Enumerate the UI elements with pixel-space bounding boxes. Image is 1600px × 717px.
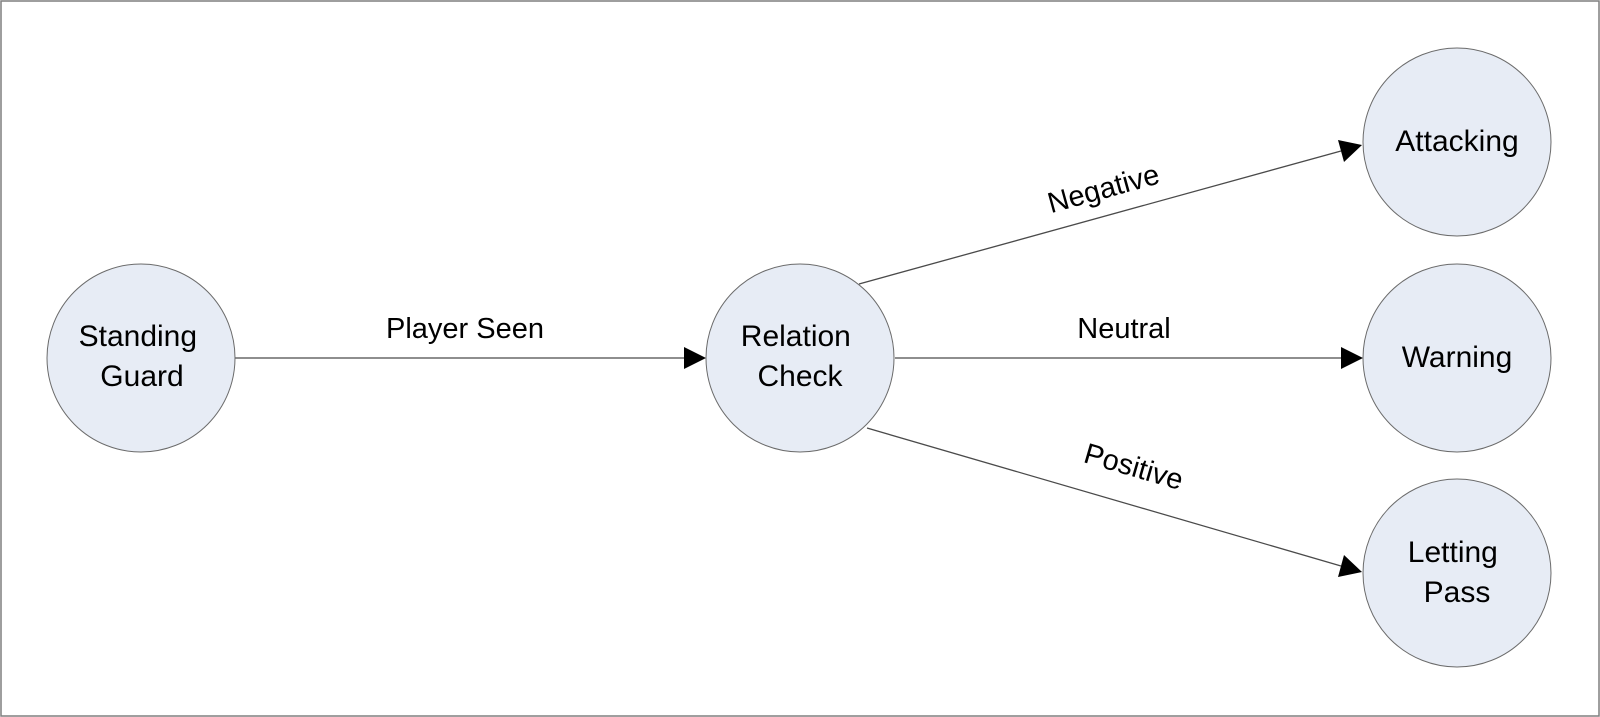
edge-negative-line <box>858 150 1342 285</box>
state-warning-circle <box>1362 263 1552 453</box>
state-relation-check: Relation Check <box>705 263 895 453</box>
state-letting-pass-line1: Letting <box>1408 536 1498 569</box>
state-relation-check-line2: Check <box>757 360 843 393</box>
state-warning: Warning <box>1362 263 1552 453</box>
edge-label-neutral: Neutral <box>1077 313 1171 345</box>
state-letting-pass-line2: Pass <box>1424 576 1491 609</box>
arrowhead-player-seen <box>684 347 706 369</box>
transition-player-seen: Player Seen <box>235 313 706 369</box>
arrowhead-positive <box>1338 555 1362 577</box>
transition-neutral: Neutral <box>895 313 1363 369</box>
state-letting-pass-label: Letting Pass <box>1408 536 1506 609</box>
state-standing-guard-line1: Standing <box>79 320 197 353</box>
edge-positive-line <box>866 427 1342 567</box>
state-relation-check-line1: Relation <box>741 320 851 353</box>
state-relation-check-circle <box>705 263 895 453</box>
state-attacking: Attacking <box>1362 47 1552 237</box>
state-standing-guard-line2: Guard <box>100 360 183 393</box>
state-attacking-circle <box>1362 47 1552 237</box>
edge-label-player-seen: Player Seen <box>386 313 544 345</box>
state-letting-pass-circle <box>1362 478 1552 668</box>
state-attacking-label: Attacking <box>1395 125 1518 158</box>
state-standing-guard-circle <box>46 263 236 453</box>
state-relation-check-label: Relation Check <box>741 320 859 393</box>
state-standing-guard-label: Standing Guard <box>79 320 206 393</box>
arrowhead-negative <box>1338 140 1362 162</box>
arrowhead-neutral <box>1341 347 1363 369</box>
state-standing-guard: Standing Guard <box>46 263 236 453</box>
state-letting-pass: Letting Pass <box>1362 478 1552 668</box>
state-warning-label: Warning <box>1402 341 1513 374</box>
